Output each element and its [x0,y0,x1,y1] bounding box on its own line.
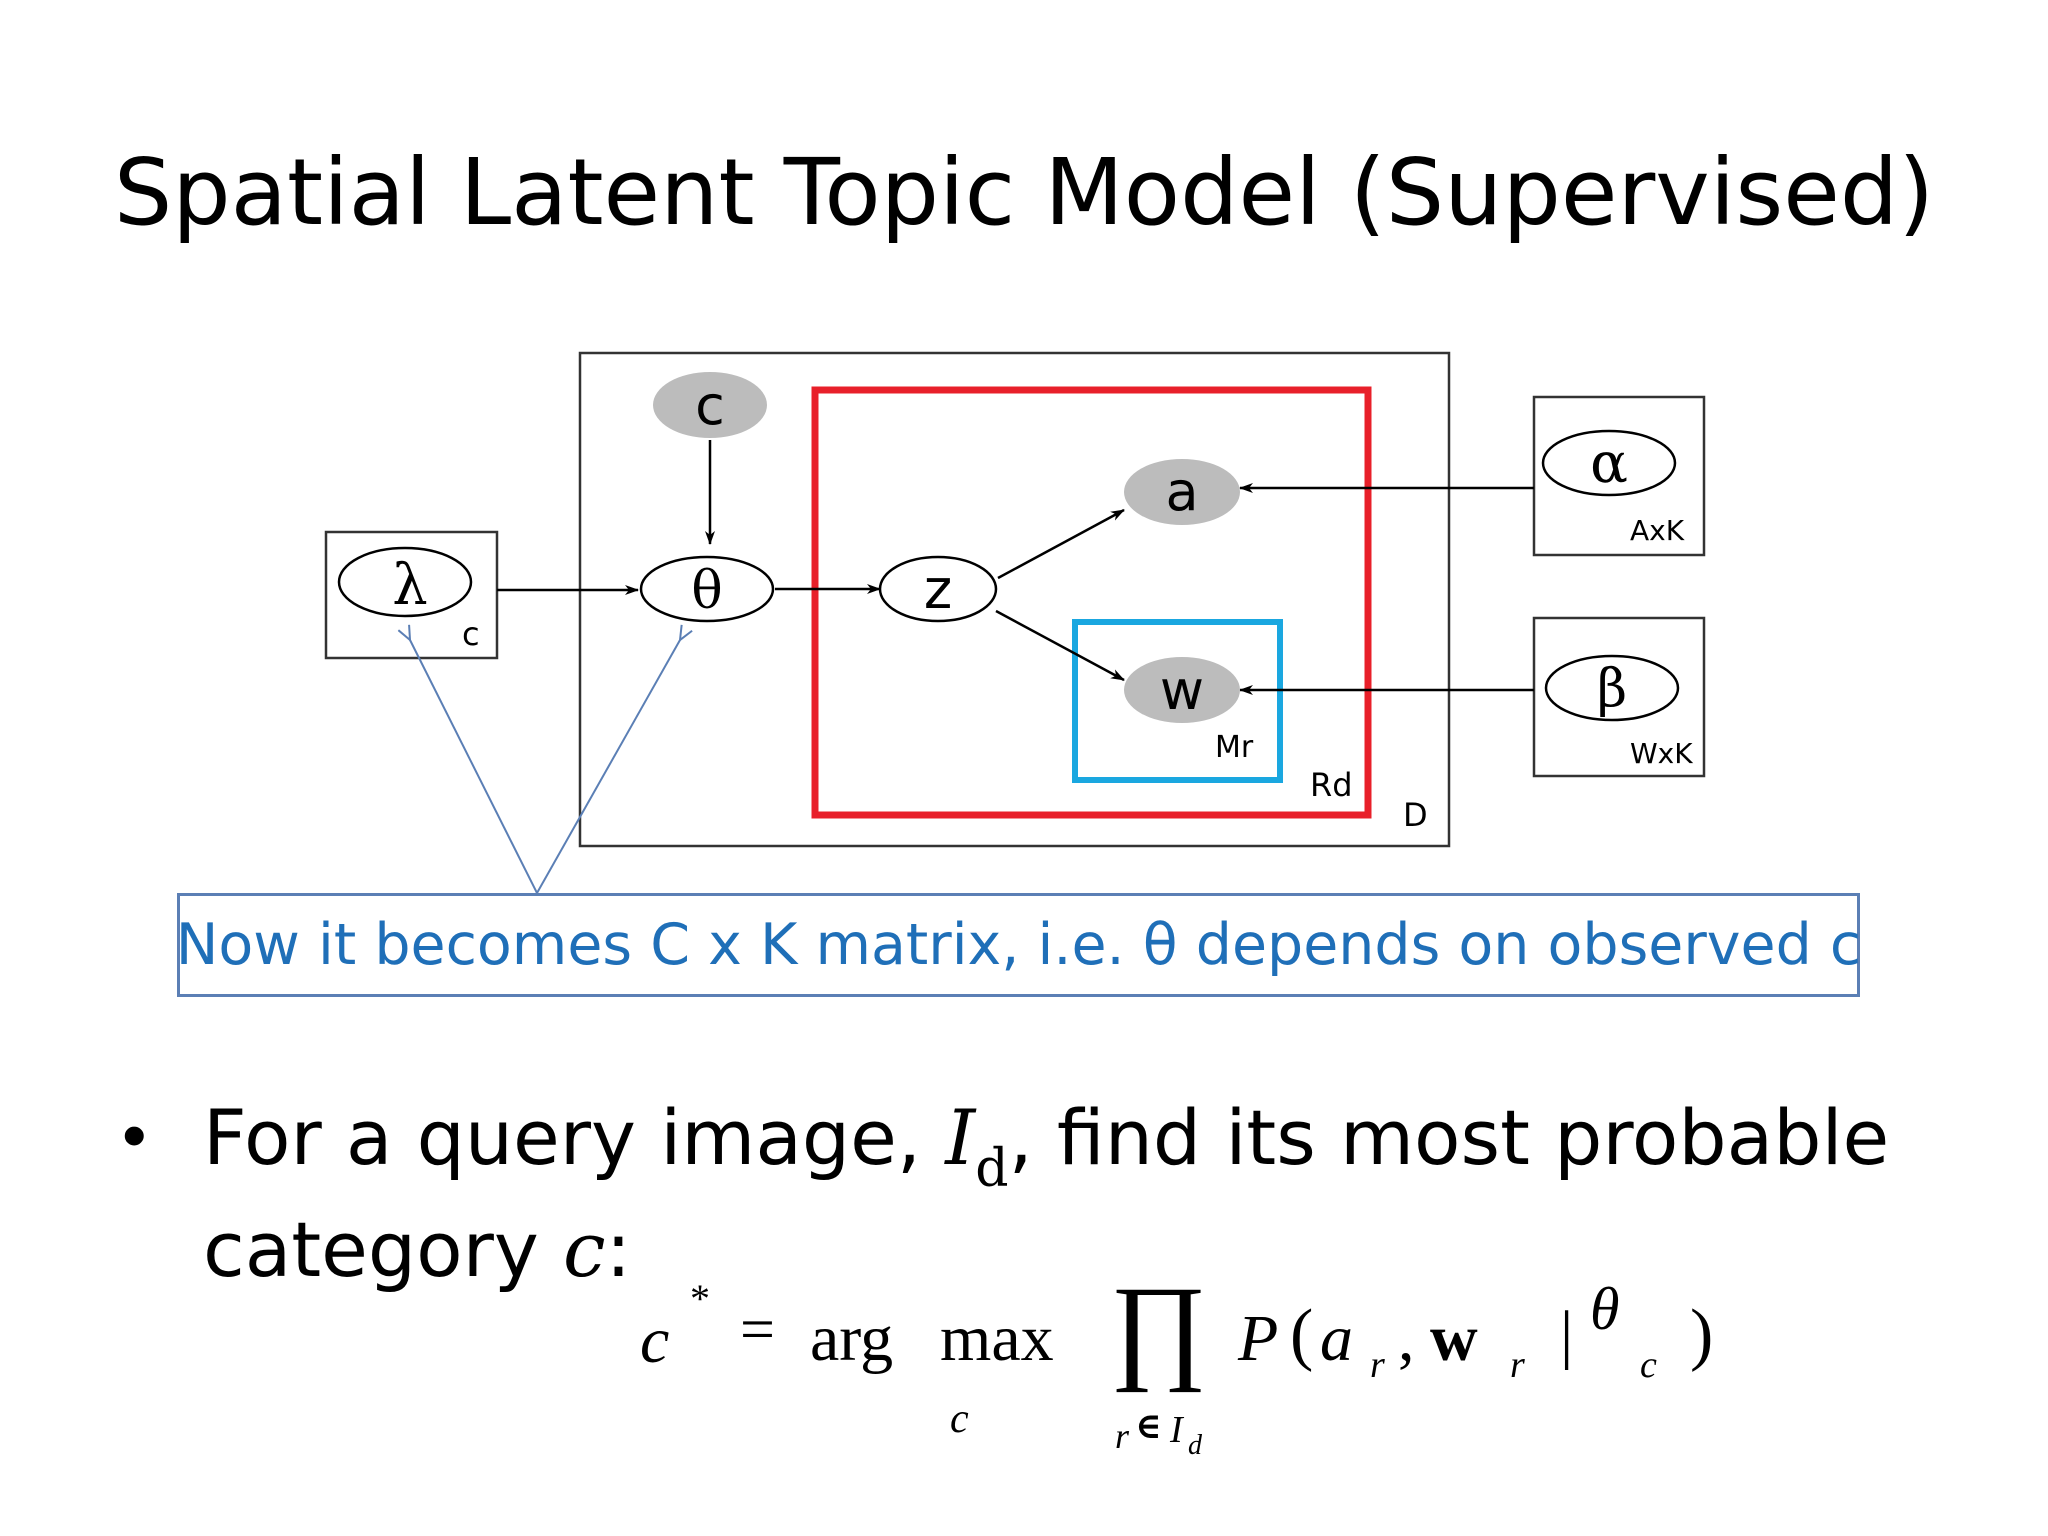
callout-pointer-lambda [410,640,538,894]
node-alpha-label: α [1590,431,1628,496]
edge-z-w [995,609,1125,682]
bullet-dot: • [122,1096,147,1174]
formula-w: w [1430,1302,1478,1375]
bullet-line-1: For a query image, Id, find its most pro… [203,1088,1890,1199]
formula-sub-r2: r [1510,1344,1525,1386]
plate-rd-label: Rd [1310,766,1353,804]
formula-under-prod-in: ∈ [1135,1406,1162,1446]
node-beta [1544,654,1680,722]
node-lambda [337,546,473,618]
plate-d-label: D [1403,796,1428,834]
node-a [1124,459,1240,525]
plate-alpha [1532,395,1706,557]
node-theta-label: θ [691,561,722,621]
formula-lhs: c [640,1304,670,1377]
formula-comma: , [1398,1302,1415,1375]
plate-lambda-label: c [462,615,480,653]
node-theta [639,555,775,623]
node-z-label: z [924,558,952,621]
plate-rd [811,386,1372,819]
formula-close-paren: ) [1690,1296,1714,1373]
plate-alpha-label: AxK [1630,514,1685,547]
node-a-label: a [1165,460,1198,523]
bullet-line2-after: : [605,1205,632,1294]
formula-open-paren: ( [1290,1296,1314,1373]
node-c-label: c [695,374,725,437]
plate-mr [1072,619,1283,783]
formula-under-max: c [950,1396,969,1442]
category-var: c [563,1205,606,1294]
node-w [1124,657,1240,723]
node-c [653,372,767,438]
formula-under-prod-r: r [1115,1416,1130,1456]
plate-beta [1532,616,1706,778]
formula-bar: | [1560,1298,1574,1371]
node-w-label: w [1160,659,1204,722]
node-alpha [1541,429,1677,497]
callout-text: Now it becomes C x K matrix, i.e. θ depe… [175,912,1862,978]
formula-under-prod-d: d [1188,1430,1202,1461]
slide-title: Spatial Latent Topic Model (Supervised) [113,139,1935,246]
bullet-line1-before: For a query image, [203,1093,946,1182]
node-z [878,555,998,623]
node-lambda-label: λ [392,553,428,618]
formula-sub-r1: r [1370,1344,1385,1386]
node-beta-label: β [1597,659,1627,719]
formula-arg: arg [810,1302,894,1375]
formula-theta: θ [1590,1276,1620,1342]
plate-beta-label: WxK [1630,737,1693,770]
formula-star: * [690,1276,710,1321]
argmax-formula: c * = arg max c ∏ r ∈ I d P ( a r , w r … [630,1255,1730,1475]
edge-z-a [997,508,1125,580]
formula-a: a [1320,1302,1353,1375]
query-image-var: I [945,1093,976,1182]
formula-equals: = [740,1296,775,1364]
bullet-line2-before: category [203,1205,564,1294]
formula-product: ∏ [1110,1262,1208,1393]
formula-max: max [940,1302,1054,1375]
plate-d [578,351,1451,848]
plate-mr-label: Mr [1215,730,1254,765]
callout-box: Now it becomes C x K matrix, i.e. θ depe… [175,893,1862,997]
plate-lambda [324,530,499,660]
formula-under-prod-I: I [1170,1409,1183,1451]
bullet-line-2: category c: [203,1200,631,1300]
callout-pointer-theta [536,640,680,894]
bullet-line1-after: , find its most probable [1008,1093,1890,1182]
formula-P: P [1238,1302,1279,1375]
formula-sub-c: c [1640,1344,1657,1386]
query-image-subscript: d [975,1139,1009,1199]
